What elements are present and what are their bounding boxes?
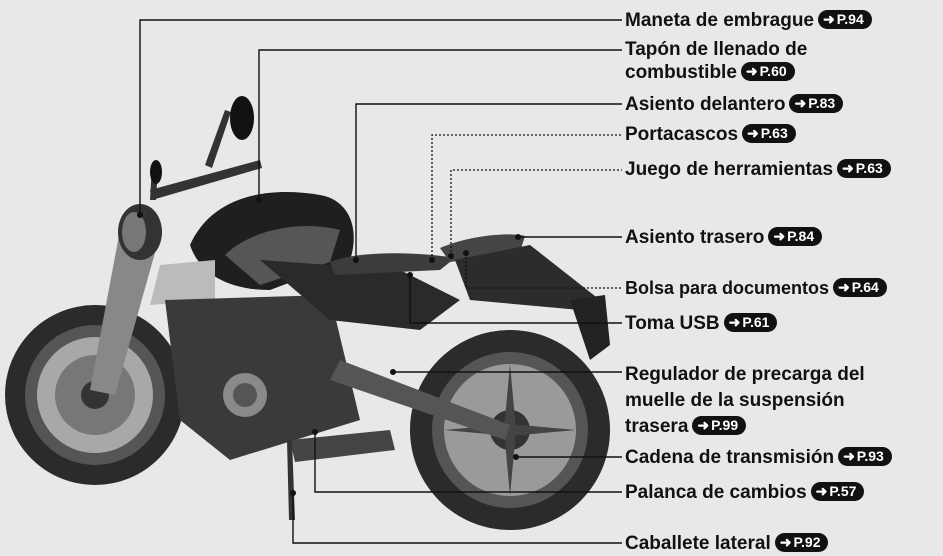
handlebar	[150, 160, 262, 200]
arrow-right-icon: ➜	[773, 228, 786, 244]
rear-wheel	[410, 330, 610, 530]
arrow-right-icon: ➜	[838, 279, 850, 295]
front-fork	[90, 230, 160, 395]
page-ref-badge: ➜P.94	[818, 10, 872, 29]
arrow-right-icon: ➜	[842, 160, 854, 176]
label-front-seat: Asiento delantero➜P.83	[625, 93, 844, 116]
page-ref-badge: ➜P.61	[723, 313, 778, 332]
arrow-right-icon: ➜	[747, 125, 759, 141]
page-ref-badge: ➜P.92	[774, 533, 829, 552]
page-ref-badge: ➜P.93	[838, 447, 892, 466]
arrow-right-icon: ➜	[779, 534, 792, 550]
page-ref-badge: ➜P.83	[789, 94, 844, 113]
exhaust	[290, 430, 395, 462]
label-helmet-holder: Portacascos➜P.63	[625, 123, 796, 146]
arrow-right-icon: ➜	[697, 417, 710, 433]
label-shift-lever: Palanca de cambios➜P.57	[625, 481, 865, 504]
front-seat	[330, 253, 455, 275]
arrow-right-icon: ➜	[823, 11, 835, 27]
label-drive-chain: Cadena de transmisión➜P.93	[625, 446, 892, 469]
swingarm	[330, 360, 510, 440]
leader-endpoints	[137, 197, 521, 496]
arrow-right-icon: ➜	[843, 448, 855, 464]
label-spring-preload-adjuster: Regulador de precarga del muelle de la s…	[625, 364, 865, 437]
label-usb-socket: Toma USB➜P.61	[625, 312, 778, 335]
page-ref-badge: ➜P.57	[810, 482, 865, 501]
label-tool-kit: Juego de herramientas➜P.63	[625, 158, 891, 181]
radiator-shroud	[150, 260, 215, 305]
label-clutch-lever: Maneta de embrague➜P.94	[625, 9, 872, 32]
front-wheel	[5, 305, 185, 485]
rear-seat	[440, 234, 525, 262]
arrow-right-icon: ➜	[815, 483, 828, 499]
engine	[165, 295, 360, 460]
page-ref-badge: ➜P.99	[692, 416, 747, 435]
page-ref-badge: ➜P.63	[837, 159, 891, 178]
leader-lines	[139, 19, 622, 544]
label-document-bag: Bolsa para documentos➜P.64	[625, 277, 887, 300]
label-rear-seat: Asiento trasero➜P.84	[625, 226, 823, 249]
page-ref-badge: ➜P.63	[742, 124, 796, 143]
arrow-right-icon: ➜	[745, 63, 758, 79]
label-fuel-fill-cap: Tapón de llenado de combustible➜P.60	[625, 39, 808, 83]
page-ref-badge: ➜P.64	[833, 278, 887, 297]
dotted-leader-lines	[431, 134, 622, 289]
page-ref-badge: ➜P.60	[740, 62, 795, 81]
page-ref-badge: ➜P.84	[768, 227, 823, 246]
arrow-right-icon: ➜	[728, 314, 741, 330]
arrow-right-icon: ➜	[794, 95, 807, 111]
label-side-stand: Caballete lateral➜P.92	[625, 532, 829, 555]
tail-section	[455, 245, 600, 310]
